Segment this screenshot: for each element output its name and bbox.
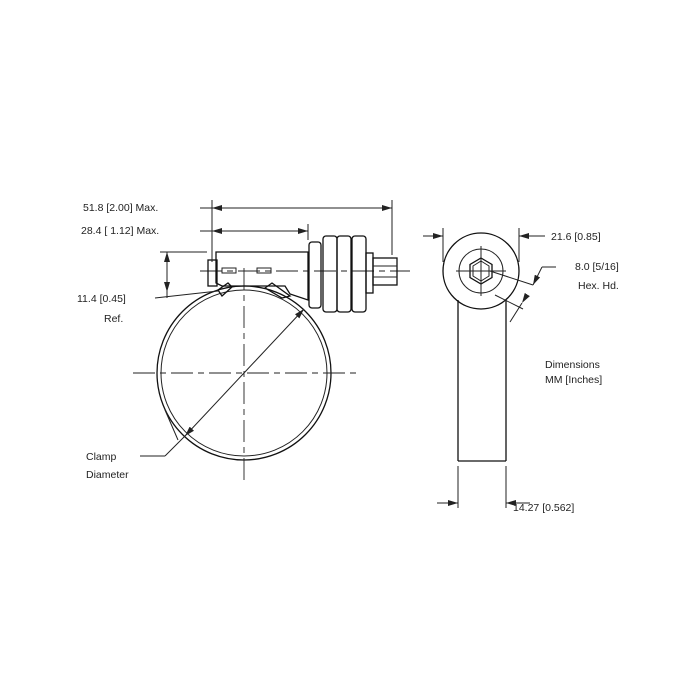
height-ref-note: Ref. [104,313,123,325]
side-view [442,232,520,462]
dimension-lines-side [423,228,556,508]
hex-head-note: Hex. Hd. [578,280,619,292]
band-width-dimension: 14.27 [0.562] [513,502,574,514]
diameter-label: Diameter [86,469,129,481]
overall-length-dimension: 51.8 [2.00] Max. [83,202,158,214]
height-dimension: 11.4 [0.45] [77,293,126,305]
worm-screw [308,235,398,313]
dimension-lines-front [140,200,393,457]
housing-length-dimension: 28.4 [ 1.12] Max. [81,225,159,237]
units-label: Dimensions [545,359,600,371]
centerlines [133,268,410,484]
units-value: MM [Inches] [545,374,602,386]
clamp-label: Clamp [86,451,117,463]
head-diameter-dimension: 21.6 [0.85] [551,231,601,243]
hex-dimension: 8.0 [5/16] [575,261,619,273]
